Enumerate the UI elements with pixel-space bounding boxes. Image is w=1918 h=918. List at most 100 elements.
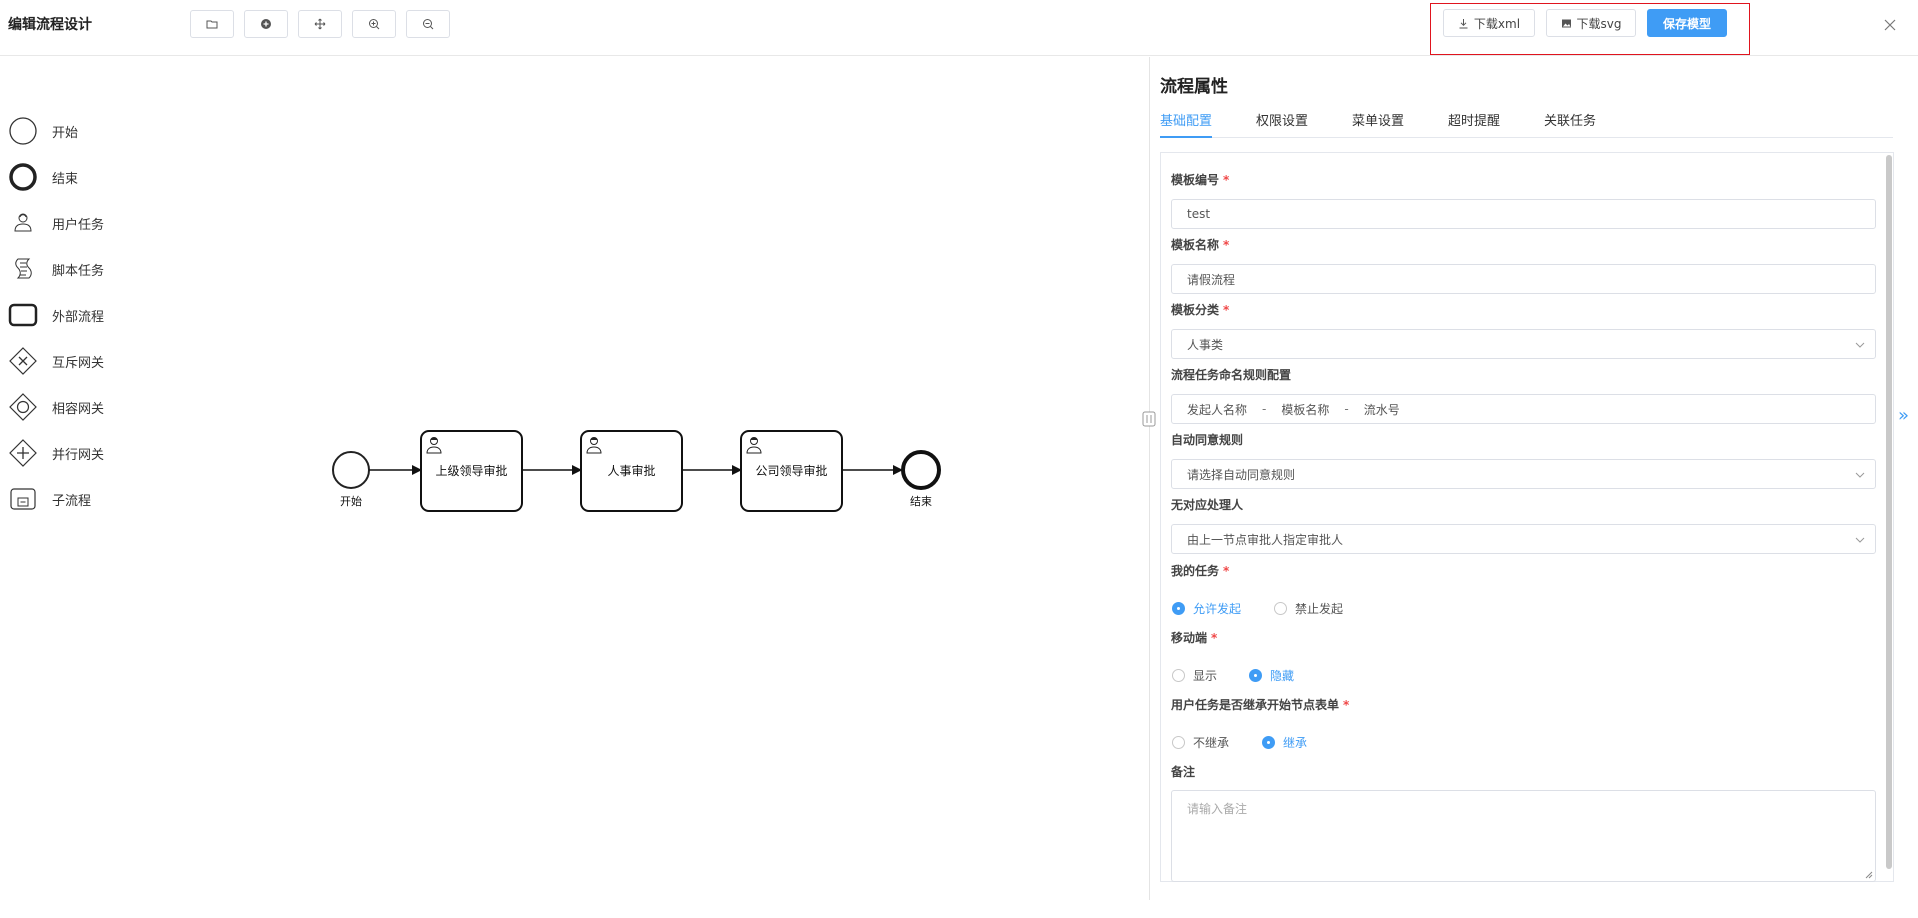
naming-rule-label: 流程任务命名规则配置 [1171,368,1292,382]
start-event-label: 开始 [340,495,362,508]
move-button[interactable] [298,10,342,38]
bpmn-diagram [332,430,941,512]
add-element-button[interactable] [244,10,288,38]
form-scrollbar[interactable] [1886,155,1892,869]
end-event[interactable] [901,450,941,490]
chevron-down-icon [1855,342,1865,348]
user-task-icon [746,437,762,454]
close-icon [1884,19,1896,31]
radio-no-inherit[interactable]: 不继承 [1172,734,1229,750]
chevron-down-icon [1855,537,1865,543]
start-event-icon [9,117,37,145]
panel-splitter [1149,57,1150,900]
no-handler-select[interactable]: 由上一节点审批人指定审批人 [1171,524,1876,554]
save-model-button[interactable]: 保存模型 [1647,9,1727,37]
task-box[interactable] [420,430,523,512]
no-handler-label: 无对应处理人 [1171,498,1244,512]
download-icon [1459,18,1468,28]
palette-item-user-task[interactable]: 用户任务 [8,208,104,238]
parallel-gateway-icon [9,439,37,467]
remark-label: 备注 [1171,765,1196,779]
template-category-label: 模板分类* [1171,303,1230,317]
highlight-frame [1430,3,1750,55]
start-event[interactable] [332,451,370,489]
open-file-icon [206,20,218,29]
tab-related-task[interactable]: 关联任务 [1544,114,1597,129]
end-event-label: 结束 [910,495,932,508]
template-name-label: 模板名称* [1171,238,1230,252]
save-model-label: 保存模型 [1662,16,1711,31]
download-svg-button[interactable]: 下载svg [1546,9,1636,37]
script-task-icon [15,258,32,279]
image-icon [1561,19,1571,27]
palette-item-end[interactable]: 结束 [8,162,78,192]
splitter-handle[interactable] [1141,410,1157,428]
panel-title: 流程属性 [1160,77,1228,97]
tab-timeout[interactable]: 超时提醒 [1448,114,1501,129]
palette-item-inclusive-gateway[interactable]: 相容网关 [8,392,104,422]
palette-label: 互斥网关 [52,355,105,371]
drag-handle-icon [1142,411,1156,427]
user-task-icon [14,213,32,232]
radio-mobile-hide[interactable]: 隐藏 [1249,667,1294,683]
palette-item-start[interactable]: 开始 [8,116,78,146]
panel-tabs: 基础配置 权限设置 菜单设置 超时提醒 关联任务 [1160,108,1893,138]
palette-label: 相容网关 [52,401,105,417]
palette-label: 子流程 [52,493,92,509]
remark-textarea[interactable]: 请输入备注 [1171,790,1876,882]
chevron-down-icon [1855,472,1865,478]
auto-agree-label: 自动同意规则 [1171,433,1244,447]
zoom-in-button[interactable] [352,10,396,38]
subprocess-icon [10,488,36,510]
palette-label: 外部流程 [52,309,105,325]
palette-item-subprocess[interactable]: 子流程 [8,484,91,514]
palette-item-script-task[interactable]: 脚本任务 [8,254,104,284]
radio-inherit[interactable]: 继承 [1262,734,1307,750]
open-file-button[interactable] [190,10,234,38]
template-code-input[interactable]: test [1171,199,1876,229]
user-task-icon [586,437,602,454]
template-code-label: 模板编号* [1171,173,1230,187]
radio-forbid-start[interactable]: 禁止发起 [1274,600,1343,616]
tab-permission[interactable]: 权限设置 [1256,114,1309,129]
header-bar: 编辑流程设计 下载xml 下载svg 保存模型 [0,0,1918,56]
task-label: 人事审批 [607,464,656,478]
tab-basic-config[interactable]: 基础配置 [1160,110,1213,138]
auto-agree-select[interactable]: 请选择自动同意规则 [1171,459,1876,489]
template-name-input[interactable]: 请假流程 [1171,264,1876,294]
palette-item-call-activity[interactable]: 外部流程 [8,300,104,330]
zoom-out-icon [423,19,434,30]
download-svg-label: 下载svg [1576,16,1622,31]
basic-config-form [1160,152,1894,882]
palette-label: 开始 [52,125,79,141]
download-xml-label: 下载xml [1473,16,1521,31]
palette-item-exclusive-gateway[interactable]: 互斥网关 [8,346,104,376]
radio-mobile-show[interactable]: 显示 [1172,667,1217,683]
zoom-in-icon [369,19,380,30]
tab-menu[interactable]: 菜单设置 [1352,114,1405,129]
naming-rule-input[interactable]: 发起人名称-模板名称-流水号 [1171,394,1876,424]
my-task-label: 我的任务* [1171,564,1230,578]
task-label: 上级领导审批 [435,464,508,478]
mobile-label: 移动端* [1171,631,1218,645]
zoom-out-button[interactable] [406,10,450,38]
move-icon [314,18,326,30]
resize-grip-icon[interactable] [1865,871,1873,879]
palette-label: 结束 [52,171,79,187]
palette-label: 脚本任务 [52,263,105,279]
call-activity-icon [8,303,38,327]
palette-label: 用户任务 [52,217,105,233]
template-category-select[interactable]: 人事类 [1171,329,1876,359]
inherit-form-label: 用户任务是否继承开始节点表单* [1171,698,1350,712]
inclusive-gateway-icon [9,393,37,421]
task-box[interactable] [740,430,843,512]
close-button[interactable] [1880,15,1900,35]
exclusive-gateway-icon [9,347,37,375]
download-xml-button[interactable]: 下载xml [1443,9,1535,37]
diagram-canvas[interactable]: 开始 上级领导审批 人事审批 公司领导审批 结束 [0,57,1149,918]
palette-label: 并行网关 [52,447,105,463]
task-box[interactable] [580,430,683,512]
radio-allow-start[interactable]: 允许发起 [1172,600,1241,616]
palette-item-parallel-gateway[interactable]: 并行网关 [8,438,104,468]
collapse-panel-icon[interactable]: » [1898,405,1910,426]
